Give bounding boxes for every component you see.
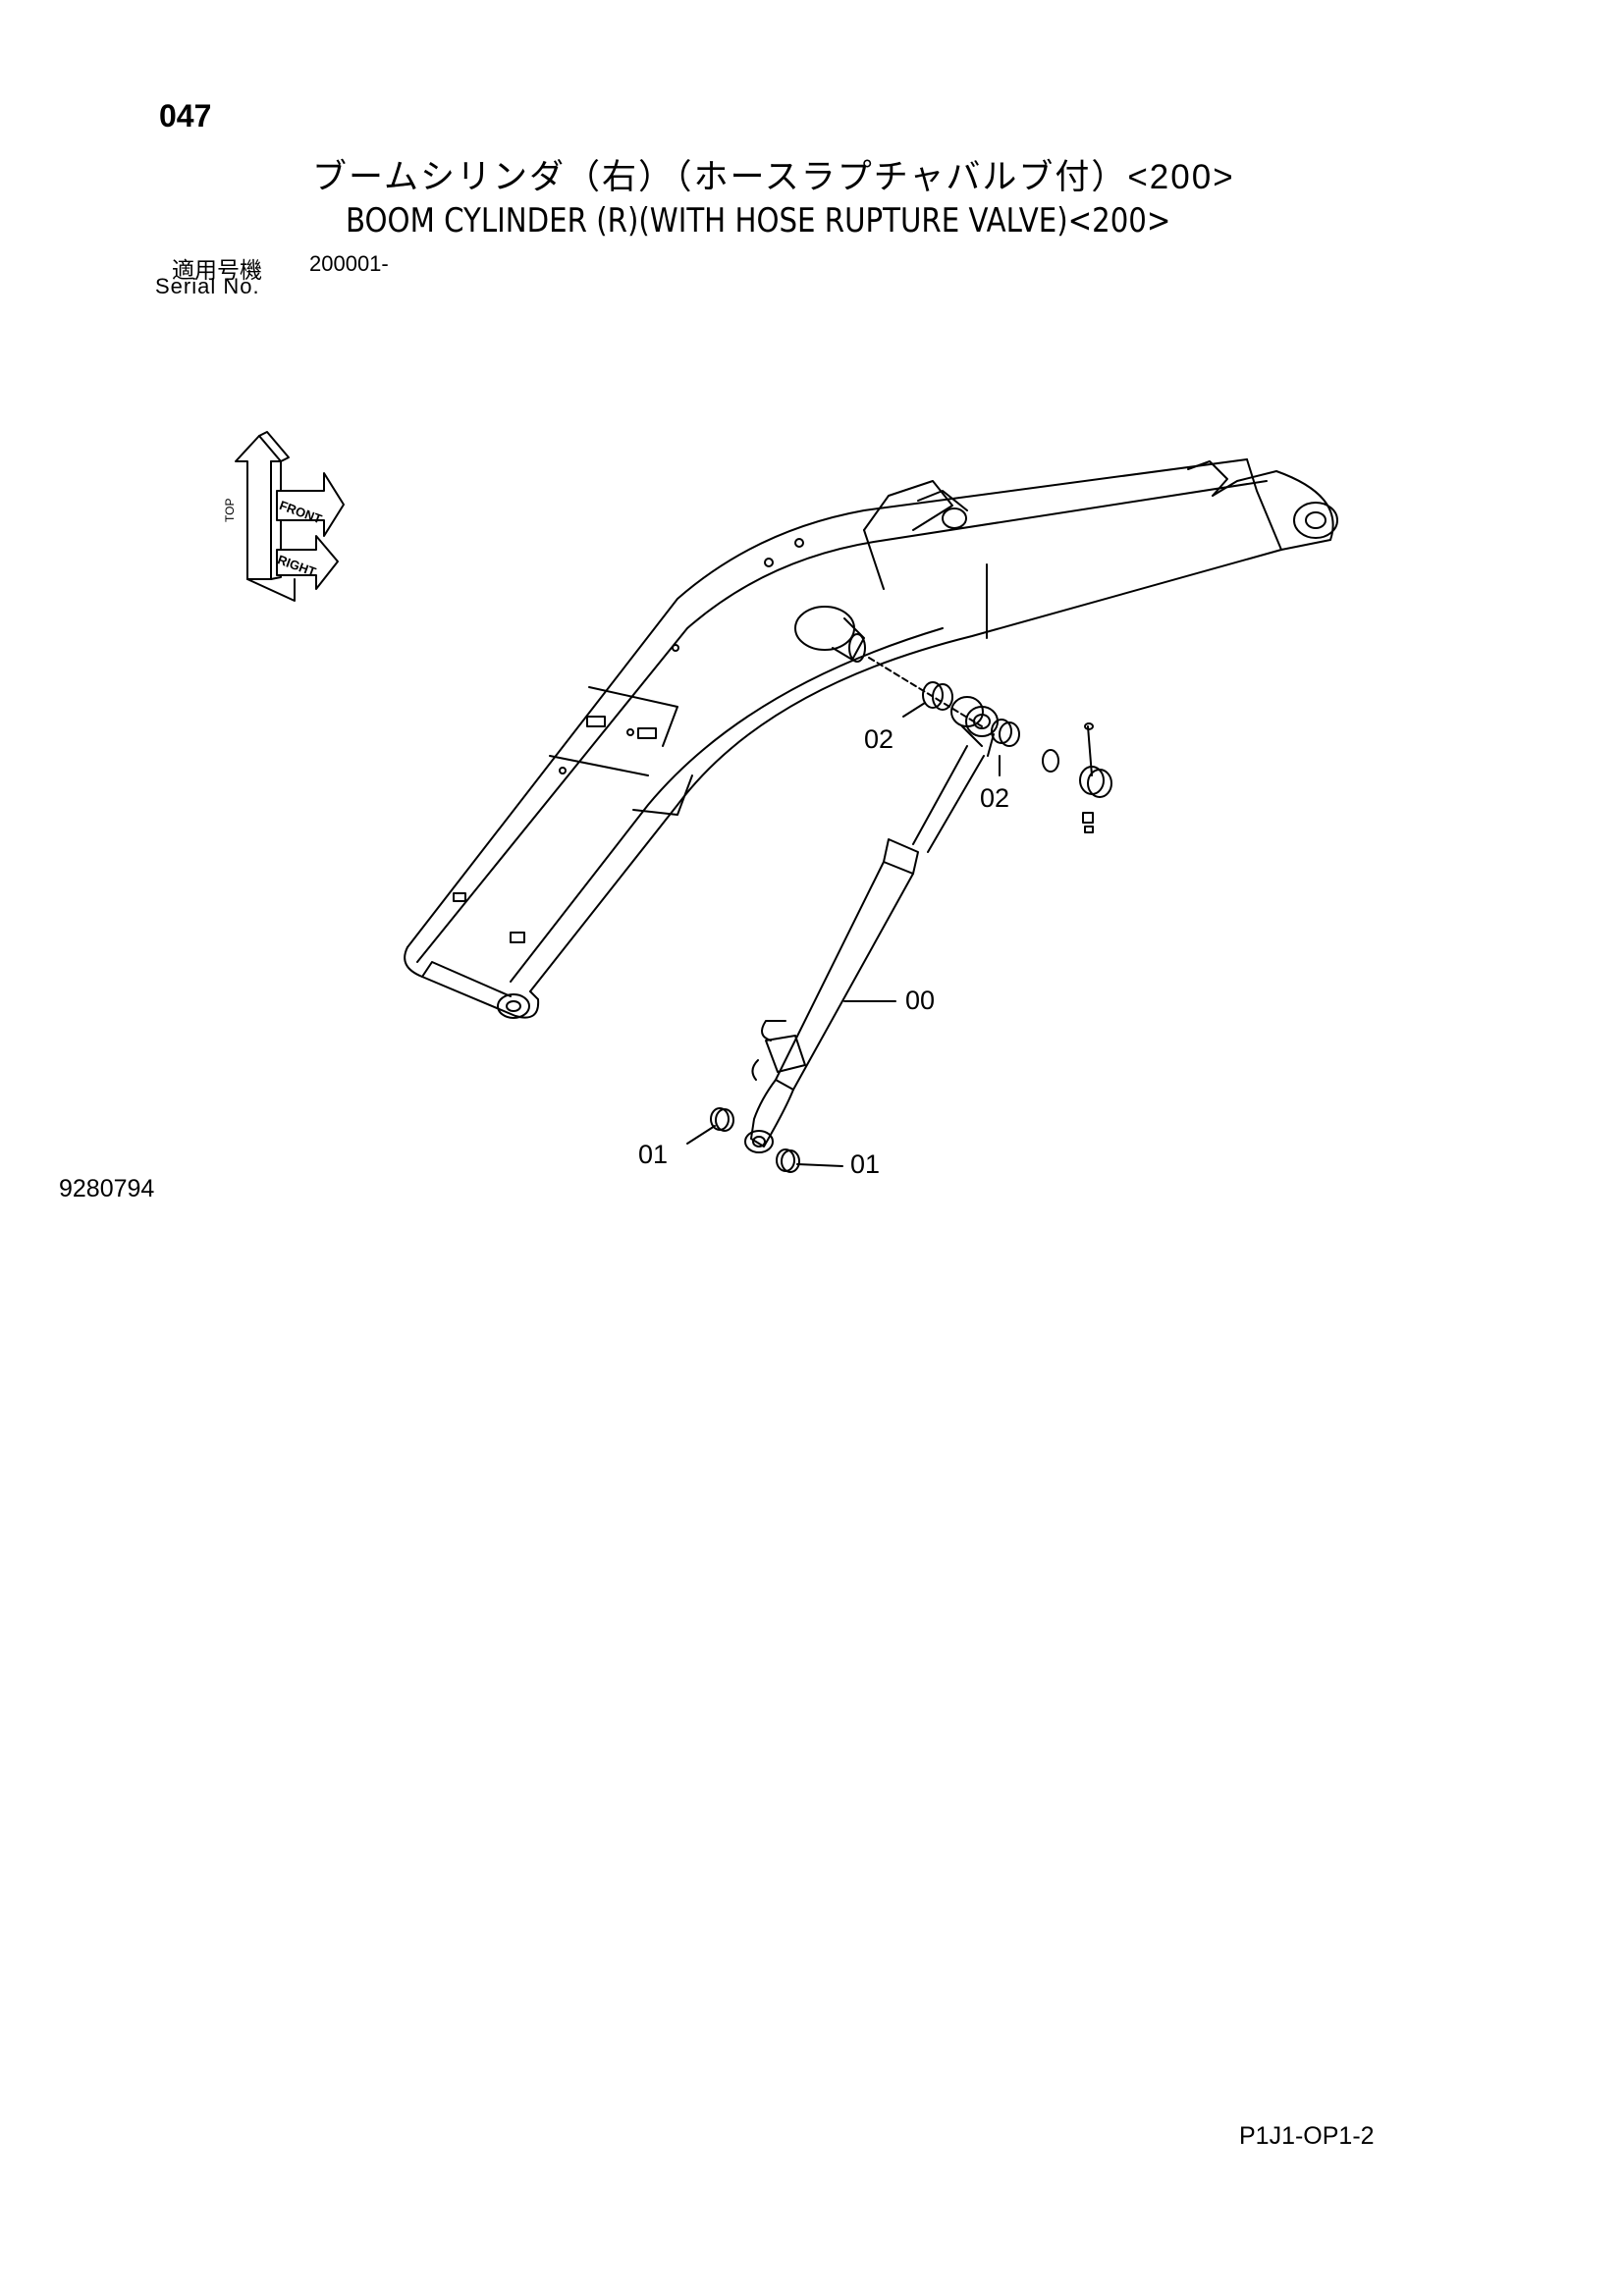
pin-hardware [1042,722,1112,833]
pin-leader-line [868,657,983,727]
callout-01-left: 01 [638,1140,668,1169]
title-japanese: ブームシリンダ（右）（ホースラプチャバルブ付）<200> [312,158,1235,196]
cylinder-tube [744,838,919,1153]
sheet-code: P1J1-OP1-2 [1239,2122,1375,2150]
bushing-02-upper [902,681,953,718]
bushing-01-right [776,1148,843,1173]
callout-02-right: 02 [980,783,1009,813]
cylinder-rod-eye [950,696,999,757]
bushing-02-right [991,719,1020,776]
title-english: BOOM CYLINDER (R)(WITH HOSE RUPTURE VALV… [346,201,1171,240]
serial-label-japanese: 適用号機 [172,257,262,283]
boom [404,458,1338,1019]
serial-value: 200001- [309,251,389,276]
orientation-indicator: TOP FRONT RIGHT [223,431,345,602]
orientation-top-label: TOP [223,499,237,522]
callout-00: 00 [905,986,935,1015]
cylinder-rod [912,745,985,853]
page-number: 047 [159,98,212,133]
callout-01-right: 01 [850,1149,880,1179]
callout-02-upper: 02 [864,724,893,754]
serial-label-english: Serial No. [155,274,260,298]
figure-number: 9280794 [59,1175,155,1202]
bushing-01-left [686,1107,734,1145]
